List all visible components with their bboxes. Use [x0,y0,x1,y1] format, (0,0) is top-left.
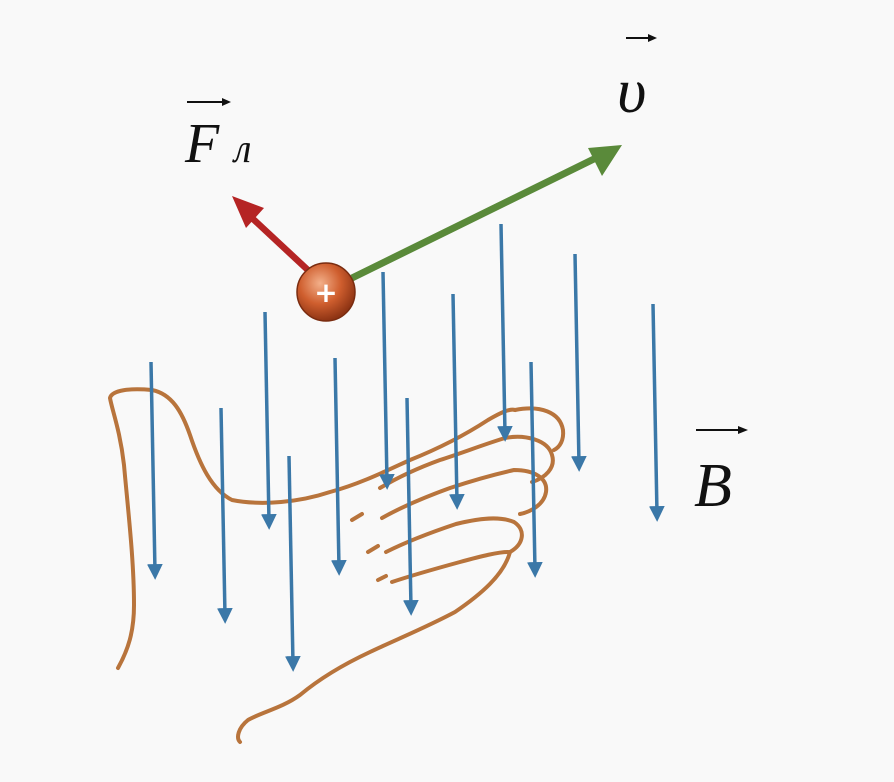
field-symbol: B [694,452,732,520]
field-line [330,357,347,576]
field-line [526,361,543,578]
hand-finger-tip-marks [350,512,388,582]
velocity-symbol: υ [617,55,646,126]
force-subscript: л [232,126,251,171]
hand-finger-2 [380,468,549,520]
velocity-arrow [350,145,622,282]
field-line [378,271,395,490]
hand-back-of-hand [108,387,517,670]
force-label: F л [184,98,251,175]
hand-palm-bottom [236,550,512,744]
field-line [146,361,163,580]
hand-finger-3 [384,516,524,554]
field-vector-arrowhead [738,426,748,434]
force-vector-arrowhead [222,98,231,106]
field-line [216,407,233,624]
hand-thumb [513,406,566,452]
field-line [260,311,277,530]
field-line [496,223,513,442]
field-line [284,455,301,672]
field-line [448,293,465,510]
field-line [402,397,419,616]
velocity-label: υ [617,34,657,126]
positive-charge: + [296,262,356,322]
charge-sign: + [314,276,337,309]
force-arrow [232,196,313,275]
field-label: B [694,426,748,520]
velocity-vector-arrowhead [648,34,657,42]
field-line [570,253,587,472]
force-symbol: F [184,113,220,175]
field-lines [146,223,665,672]
field-line [648,303,665,522]
